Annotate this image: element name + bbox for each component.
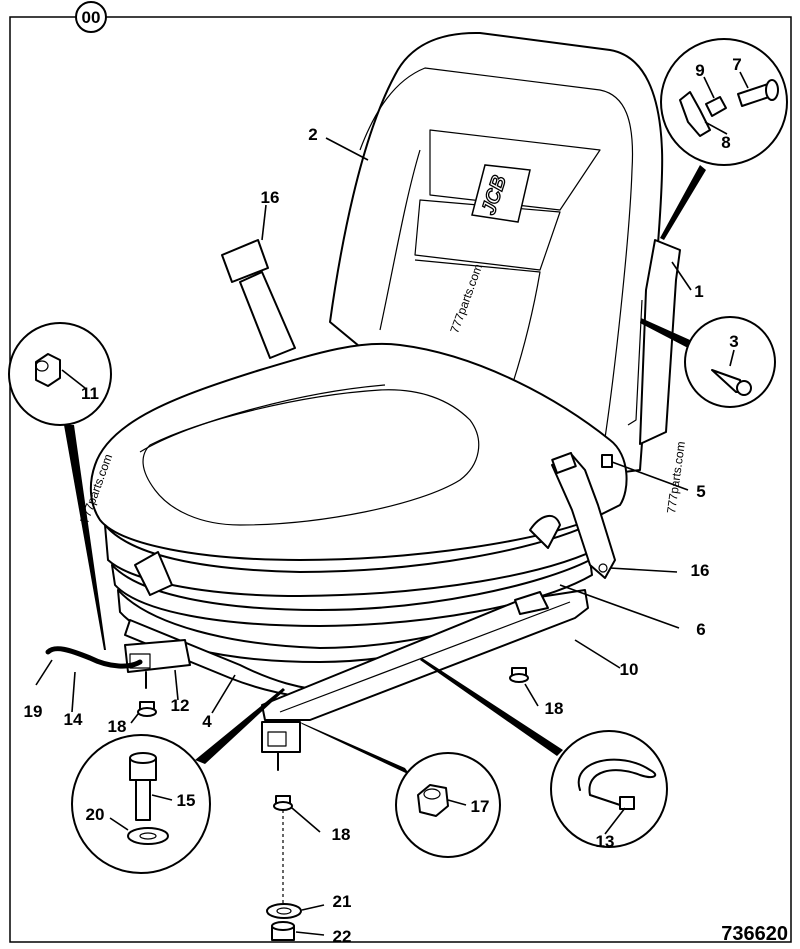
mount-bracket [124, 639, 191, 673]
callout-11: 11 [81, 384, 99, 403]
callout-19: 19 [24, 702, 43, 721]
seat-belt-left [221, 239, 296, 359]
detail-pin-clip [660, 38, 788, 166]
callout-18-right: 18 [545, 699, 564, 718]
detail-nut [8, 322, 112, 426]
callout-18-bottom: 18 [332, 825, 351, 844]
callout-17: 17 [471, 797, 490, 816]
leader-lines [35, 71, 749, 936]
callout-14: 14 [64, 710, 83, 729]
seat-cushion [89, 342, 628, 561]
diagram-frame [9, 16, 792, 943]
callout-15: 15 [177, 791, 196, 810]
callout-16-left: 16 [261, 188, 280, 207]
washer-21 [266, 903, 302, 919]
callout-13: 13 [596, 832, 615, 851]
callout-10: 10 [620, 660, 639, 679]
jcb-logo: JCB [471, 164, 531, 223]
seat-belt-right [551, 452, 616, 579]
callout-16-right: 16 [691, 561, 710, 580]
callout-5: 5 [696, 482, 705, 501]
detail-hex-nut [395, 752, 501, 858]
callout-21: 21 [333, 892, 352, 911]
nut-22 [271, 921, 295, 941]
callout-7: 7 [732, 55, 741, 74]
callout-20: 20 [86, 805, 105, 824]
callout-4: 4 [202, 712, 212, 731]
seat-assembly: JCB [45, 31, 688, 771]
callout-8: 8 [721, 133, 730, 152]
callout-3: 3 [729, 332, 738, 351]
cushion-pad [142, 389, 480, 526]
callout-22: 22 [333, 927, 352, 946]
view-label-badge: 00 [75, 1, 107, 33]
callout-labels: 1 2 3 4 5 6 7 8 9 10 11 12 13 14 15 16 1… [24, 55, 742, 946]
fastener-18-bottom [273, 795, 293, 905]
svg-text:777parts.com: 777parts.com [664, 440, 688, 514]
fastener-18-right [509, 667, 529, 683]
view-label: 00 [82, 8, 101, 27]
callout-12: 12 [171, 696, 190, 715]
side-panel [639, 239, 681, 445]
detail-screw [684, 316, 776, 408]
callout-1: 1 [694, 282, 703, 301]
detail-bolt-washer [71, 734, 211, 874]
detail-cable-tie [550, 730, 668, 848]
callout-6: 6 [696, 620, 705, 639]
drawing-number: 736620 [721, 923, 788, 945]
callout-9: 9 [695, 61, 704, 80]
callout-18-left: 18 [108, 717, 127, 736]
fastener-18-left [137, 701, 157, 717]
adjust-lever [45, 646, 143, 669]
callout-2: 2 [308, 125, 317, 144]
